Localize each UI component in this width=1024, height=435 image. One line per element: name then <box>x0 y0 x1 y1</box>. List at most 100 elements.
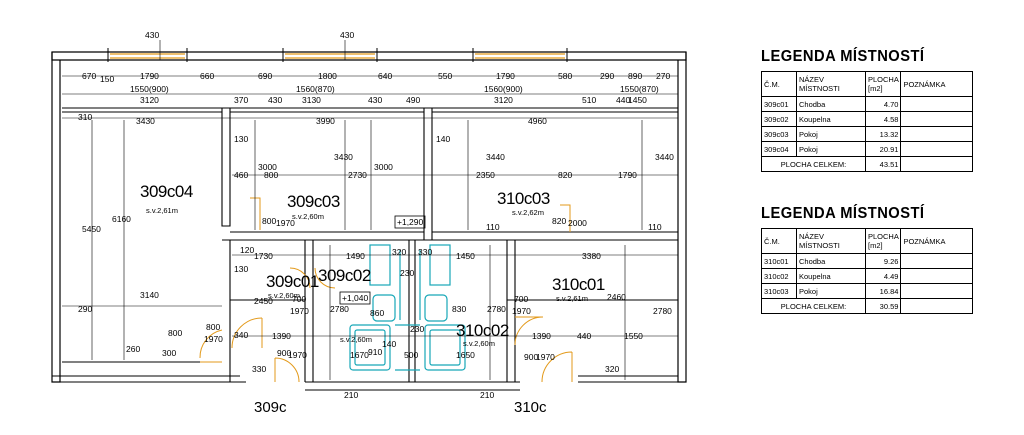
dim-text: 800 <box>206 322 220 332</box>
cell-note <box>900 111 973 127</box>
dim-text: 1550(870) <box>620 84 659 94</box>
cell-cm: 309c01 <box>761 96 797 112</box>
room-height: s.v.2,60m <box>463 339 495 348</box>
cell-name: Pokoj <box>796 126 866 142</box>
dim-text: 3120 <box>494 95 513 105</box>
cell-cm: 310c03 <box>761 283 797 299</box>
dim-text: 1730 <box>254 251 273 261</box>
dim-text: 430 <box>145 30 159 40</box>
header-cm: Č.M. <box>761 71 797 97</box>
dim-text: 330 <box>418 247 432 257</box>
dim-text: 700 <box>292 294 306 304</box>
level-box-1 <box>394 215 426 229</box>
dim-text: 800 <box>168 328 182 338</box>
dim-text: 580 <box>558 71 572 81</box>
room-labels: 309c04 s.v.2,61m 309c03 s.v.2,60m 310c03… <box>140 182 605 348</box>
room-legend-310c: LEGENDA MÍSTNOSTÍ Č.M. NÁZEV MÍSTNOSTI P… <box>761 205 973 314</box>
dim-text: 330 <box>252 364 266 374</box>
dim-text: 4960 <box>528 116 547 126</box>
dim-text: 230 <box>400 268 414 278</box>
cell-area: 13.32 <box>864 126 902 142</box>
total-note <box>900 156 973 172</box>
apartment-label: 310c <box>514 399 547 416</box>
total-area: 30.59 <box>864 298 902 314</box>
legend-row: 309c01 Chodba 4.70 <box>761 96 973 112</box>
cell-name: Pokoj <box>796 141 866 157</box>
exterior-wall-bottom <box>52 375 686 391</box>
legend-title: LEGENDA MÍSTNOSTÍ <box>761 48 925 65</box>
apartment-label: 309c <box>254 399 287 416</box>
room-id: 310c02 <box>456 321 509 340</box>
dim-text: 1790 <box>618 170 637 180</box>
dim-text: 1970 <box>512 306 531 316</box>
legend-header-row: Č.M. NÁZEV MÍSTNOSTI PLOCHA [m2] POZNÁMK… <box>761 71 973 97</box>
exterior-wall-top <box>51 51 687 61</box>
dim-text: 900 <box>277 348 291 358</box>
room-height: s.v.2,61m <box>146 206 178 215</box>
dim-text: 110 <box>648 222 662 232</box>
dim-text: 1490 <box>346 251 365 261</box>
room-id: 309c04 <box>140 182 193 201</box>
cell-name: Pokoj <box>796 283 866 299</box>
dim-text: 130 <box>234 134 248 144</box>
dim-text: 430 <box>340 30 354 40</box>
legend-title: LEGENDA MÍSTNOSTÍ <box>761 205 925 222</box>
room-id: 309c03 <box>287 192 340 211</box>
cell-cm: 310c02 <box>761 268 797 284</box>
dim-text: 1550(900) <box>130 84 169 94</box>
dim-text: 860 <box>370 308 384 318</box>
dim-text: 230 <box>410 324 424 334</box>
legend-row: 310c03 Pokoj 16.84 <box>761 283 973 299</box>
dim-text: 430 <box>368 95 382 105</box>
cell-area: 4.49 <box>864 268 902 284</box>
dim-text: 5450 <box>82 224 101 234</box>
dim-text: 2000 <box>568 218 587 228</box>
legend-row: 310c02 Koupelna 4.49 <box>761 268 973 284</box>
dim-text: 290 <box>600 71 614 81</box>
dim-text: 1560(870) <box>296 84 335 94</box>
dim-text: 900 <box>524 352 538 362</box>
dim-text: 890 <box>628 71 642 81</box>
dim-text: 1970 <box>536 352 555 362</box>
legend-row: 309c04 Pokoj 20.91 <box>761 141 973 157</box>
dim-text: 670 <box>82 71 96 81</box>
dim-text: 120 <box>240 245 254 255</box>
cell-name: Chodba <box>796 96 866 112</box>
dim-text: 320 <box>392 247 406 257</box>
dim-text: 690 <box>258 71 272 81</box>
total-area: 43.51 <box>864 156 902 172</box>
dim-text: 1550 <box>624 331 643 341</box>
dim-text: 2450 <box>254 296 273 306</box>
room-height: s.v.2,60m <box>340 335 372 344</box>
legend-row: 309c03 Pokoj 13.32 <box>761 126 973 142</box>
dim-text: 1560(900) <box>484 84 523 94</box>
cell-note <box>900 253 973 269</box>
dim-text: 2350 <box>476 170 495 180</box>
dim-text: 1450 <box>456 251 475 261</box>
dim-text: 800 <box>264 170 278 180</box>
total-note <box>900 298 973 314</box>
cell-area: 4.70 <box>864 96 902 112</box>
dim-text: 640 <box>378 71 392 81</box>
legend-table: Č.M. NÁZEV MÍSTNOSTI PLOCHA [m2] POZNÁMK… <box>761 228 973 314</box>
dim-text: 1650 <box>456 350 475 360</box>
cell-name: Koupelna <box>796 111 866 127</box>
dim-text: 3120 <box>140 95 159 105</box>
dim-text: 320 <box>605 364 619 374</box>
interior-walls <box>62 107 678 383</box>
dim-text: 550 <box>438 71 452 81</box>
dim-text: 820 <box>552 216 566 226</box>
cell-area: 4.58 <box>864 111 902 127</box>
dim-text: 2780 <box>653 306 672 316</box>
cell-area: 9.26 <box>864 253 902 269</box>
level-label: +1,040 <box>342 293 369 303</box>
legend-total-row: PLOCHA CELKEM: 30.59 <box>761 298 973 314</box>
dim-text: 500 <box>404 350 418 360</box>
dim-text: 1970 <box>290 306 309 316</box>
dim-text: 800 <box>262 216 276 226</box>
cell-cm: 309c02 <box>761 111 797 127</box>
room-height: s.v.2,60m <box>268 291 300 300</box>
cell-cm: 309c03 <box>761 126 797 142</box>
dim-text: 110 <box>486 222 500 232</box>
dimension-texts: 430 430 670 1790 660 690 1800 640 550 17… <box>78 30 674 400</box>
